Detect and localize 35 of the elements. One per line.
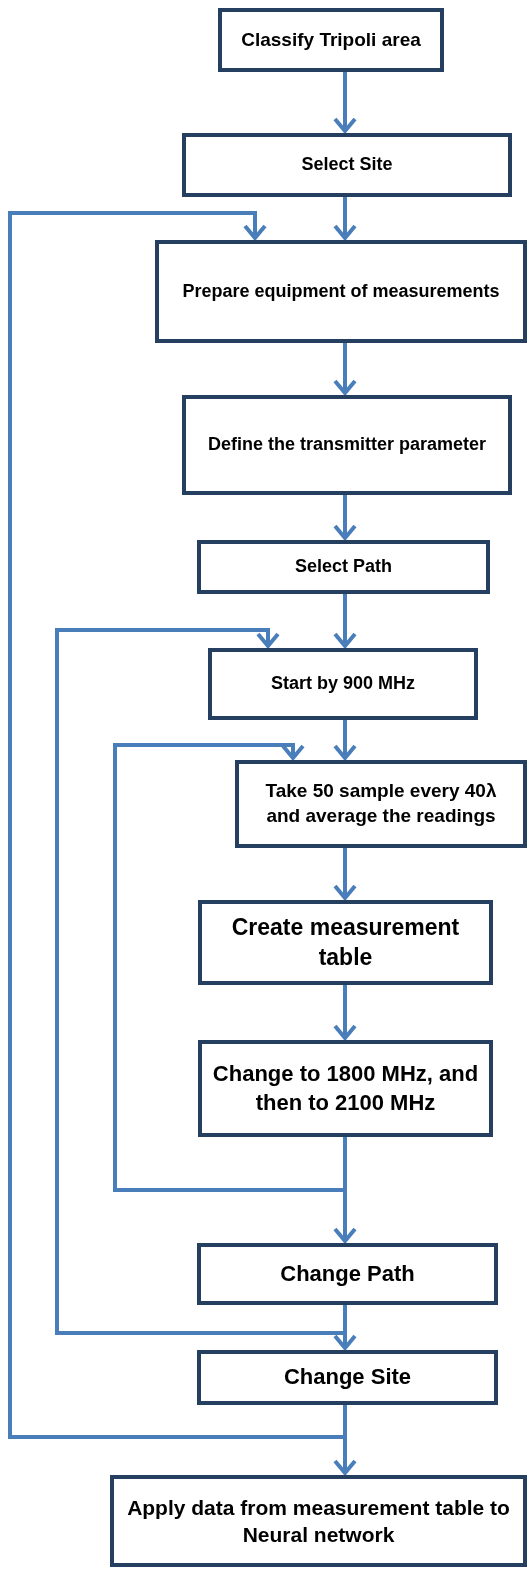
step-label: Start by 900 MHz [270,672,415,696]
arrow [333,197,357,240]
process-box [182,395,512,495]
arrow [333,985,357,1040]
process-box [198,1040,493,1137]
step-label: Select Site [301,153,393,177]
arrow [333,495,357,540]
process-box [218,8,444,72]
arrow [333,72,357,133]
step-label: Define the transmitter parameter [207,433,487,457]
arrow [333,343,357,395]
process-box [197,1350,498,1405]
arrow [8,211,347,1439]
process-box [182,133,512,197]
arrow [333,594,357,648]
step-label: Take 50 sample every 40λ and average the readings [264,779,498,828]
step-label: Change Path [280,1259,415,1288]
arrow [333,848,357,900]
arrow [333,720,357,760]
process-box [197,1243,498,1305]
step-label: Prepare equipment of measurements [182,279,500,303]
process-box [198,900,493,985]
process-box [235,760,527,848]
process-box [155,240,527,343]
arrow [113,743,347,1192]
step-label: Create measurement table [230,912,461,972]
step-label: Change Site [283,1363,412,1392]
process-box [208,648,478,720]
arrow [55,628,347,1335]
step-label: Classify Tripoli area [241,27,421,52]
process-box [197,540,490,594]
step-label: Apply data from measurement table to Neural network [126,1494,511,1548]
step-label: Select Path [294,555,392,579]
process-box [110,1475,527,1567]
step-label: Change to 1800 MHz, and then to 2100 MHz [211,1059,480,1117]
